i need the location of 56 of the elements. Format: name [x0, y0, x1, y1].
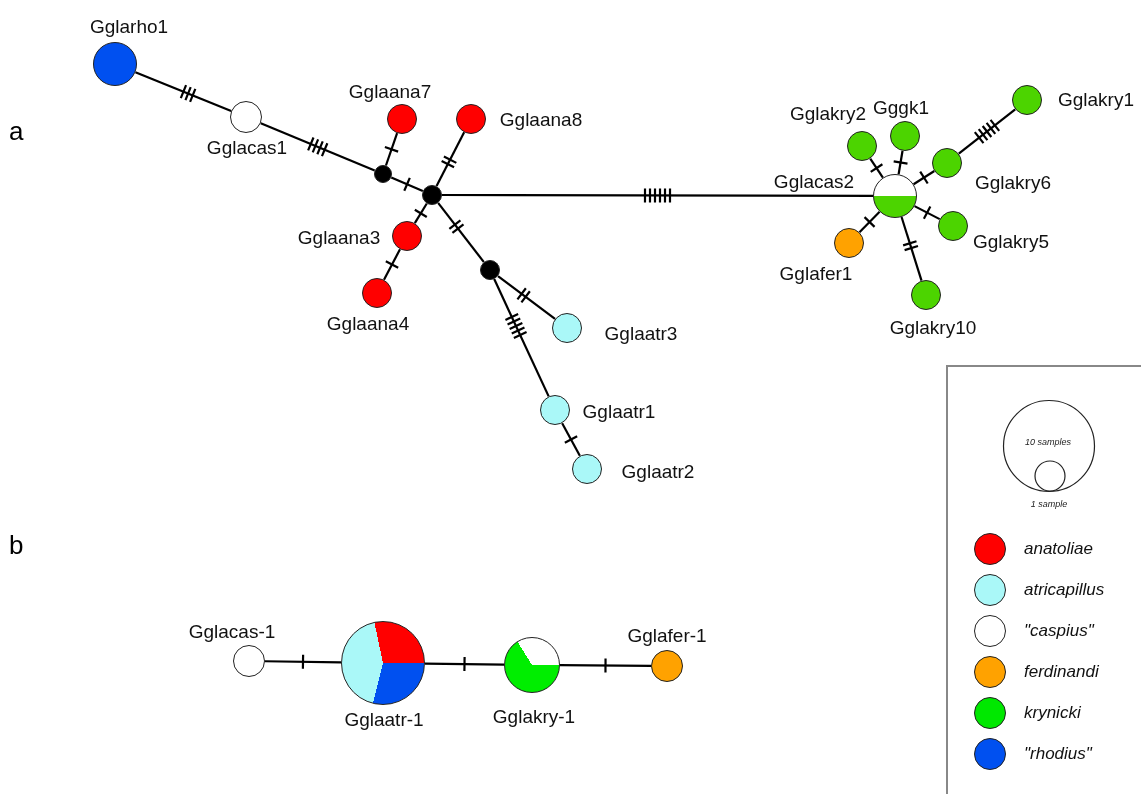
haplotype-label: Gglakry10	[889, 317, 977, 337]
haplotype-label: Gglaatr1	[582, 401, 656, 421]
network-line	[914, 205, 941, 221]
haplotype-label: Gglakry1	[1058, 89, 1134, 109]
haplotype-label: Gglarho1	[89, 16, 169, 36]
haplotype-label: Gglaana8	[499, 109, 583, 129]
haplotype-label: Gglaatr-1	[344, 709, 424, 729]
network-line	[900, 216, 923, 281]
network-line	[425, 662, 504, 666]
haplotype-label: Gglakry6	[975, 172, 1051, 192]
haplotype-label: Gglaana7	[348, 81, 432, 101]
median-vector-dot	[422, 185, 442, 205]
legend-label: anatoliae	[1024, 539, 1093, 559]
haplotype-label: Gglaana3	[297, 227, 381, 247]
network-line	[384, 132, 399, 166]
network-line	[497, 275, 556, 320]
legend-label: "caspius"	[1024, 621, 1094, 641]
haplotype-label: Gglakry5	[973, 231, 1049, 251]
legend-label: "rhodius"	[1024, 744, 1092, 764]
median-vector-dot	[480, 260, 500, 280]
network-line	[413, 202, 428, 224]
network-line	[897, 150, 904, 175]
legend-label: atricapillus	[1024, 580, 1105, 600]
panel-letter: a	[9, 118, 24, 144]
haplotype-label: Gglaana4	[326, 313, 410, 333]
haplotype-label: Gglafer1	[779, 263, 853, 283]
legend-label: krynicki	[1024, 703, 1081, 723]
network-line	[561, 422, 581, 457]
network-line	[134, 71, 232, 112]
network-line	[442, 193, 873, 198]
network-line	[260, 122, 376, 172]
haplotype-label: Gglacas2	[773, 171, 855, 191]
haplotype-label: Gglacas-1	[188, 621, 276, 641]
network-line	[958, 108, 1016, 155]
haplotype-label: Gglaatr3	[604, 323, 678, 343]
haplotype-label: Gglafer-1	[627, 625, 707, 645]
scale-label: 1 sample	[1030, 499, 1068, 509]
network-line	[435, 131, 466, 187]
network-line	[913, 170, 935, 186]
legend-label: ferdinandi	[1024, 662, 1099, 682]
network-line	[858, 210, 881, 234]
median-vector-dot	[374, 165, 392, 183]
haplotype-label: Gglakry-1	[492, 706, 576, 726]
network-line	[390, 176, 424, 193]
panel-letter: b	[9, 532, 24, 558]
haplotype-label: Gggk1	[873, 97, 929, 117]
network-line	[493, 278, 550, 397]
network-line	[383, 248, 401, 281]
network-line	[265, 660, 341, 664]
haplotype-label: Gglakry2	[790, 103, 866, 123]
scale-label: 10 samples	[1025, 437, 1071, 447]
network-line	[869, 157, 884, 179]
haplotype-label: Gglaatr2	[621, 461, 695, 481]
network-line	[560, 664, 651, 667]
network-line	[437, 202, 485, 263]
haplotype-label: Gglacas1	[206, 137, 288, 157]
